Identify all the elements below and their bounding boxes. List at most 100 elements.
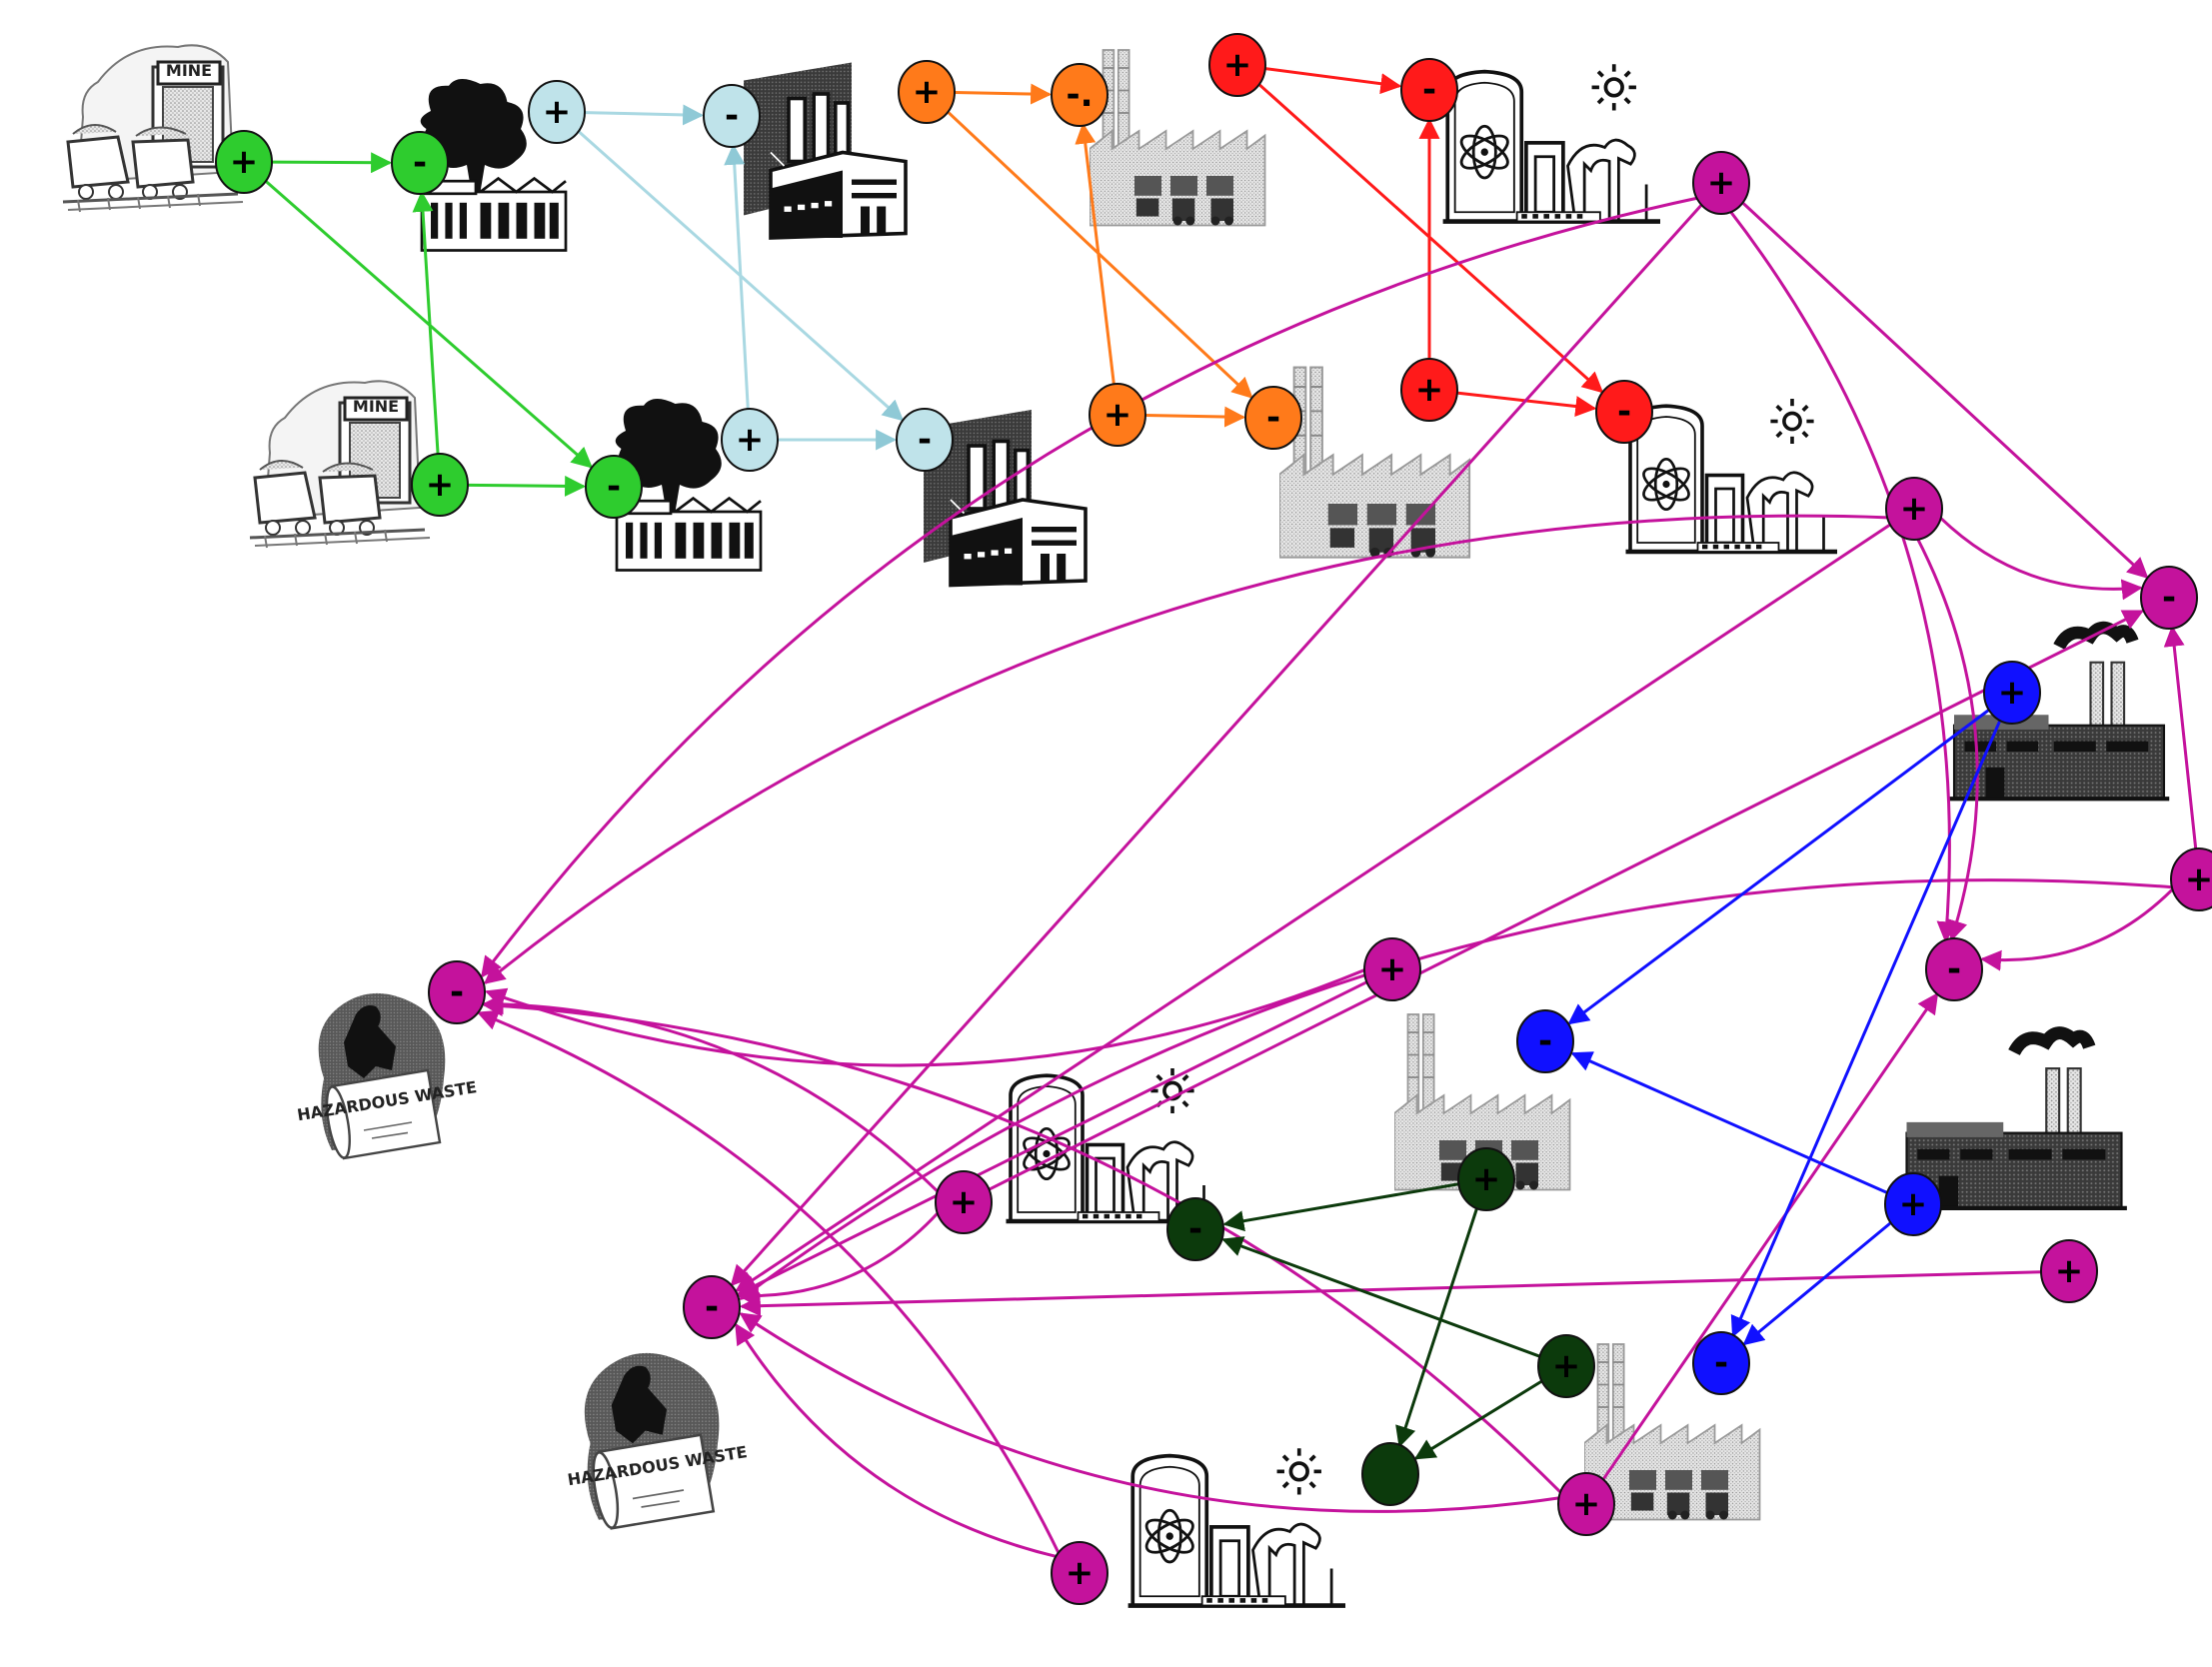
edge-b3-to-b4 — [1742, 1220, 1893, 1346]
edge-m1-to-m6 — [481, 196, 1698, 978]
node-m3[interactable]: - — [2140, 566, 2198, 630]
edge-g3-to-g4 — [467, 475, 587, 497]
node-circle — [1537, 1334, 1595, 1398]
edge-m10-to-m5 — [1600, 991, 1939, 1482]
node-o4[interactable]: - — [1244, 386, 1302, 450]
mine-sign-label: MINE — [166, 61, 212, 80]
edge-m2-to-m6 — [483, 514, 1888, 984]
edge-m4-to-m5 — [1980, 887, 2174, 971]
node-o2[interactable]: -. — [1051, 63, 1108, 127]
edge-o3-to-o4 — [1144, 406, 1246, 428]
node-circle — [703, 84, 761, 148]
edge-d3-to-d4 — [1413, 1379, 1543, 1460]
node-circle — [2040, 1239, 2098, 1303]
node-sign: - — [1538, 1021, 1552, 1061]
node-r4[interactable]: - — [1595, 380, 1653, 444]
edge-m7-to-m8 — [736, 980, 1368, 1296]
edge-d3-to-d2 — [1221, 1236, 1541, 1358]
node-m12[interactable]: + — [2040, 1239, 2098, 1303]
edge-m2-to-m3 — [1939, 517, 2143, 601]
edge-m2-to-m5 — [1915, 536, 1979, 942]
edge-b1-to-b2 — [1567, 708, 1991, 1025]
node-sign: + — [426, 465, 455, 505]
edge-m9-to-m3 — [988, 610, 2145, 1191]
node-sign: - — [918, 420, 932, 460]
node-sign: - — [1266, 398, 1280, 438]
node-m4[interactable]: + — [2170, 847, 2212, 911]
node-sign: + — [1572, 1484, 1601, 1524]
node-circle — [1361, 1442, 1419, 1506]
node-lb4[interactable]: - — [896, 408, 954, 472]
node-circle — [898, 60, 956, 124]
node-circle — [1692, 151, 1750, 215]
node-sign: -. — [1066, 75, 1093, 115]
edge-o1-to-o2 — [954, 83, 1053, 105]
node-m8[interactable]: - — [683, 1275, 741, 1339]
edge-lb1-to-lb2 — [584, 104, 705, 126]
node-sign: - — [1617, 392, 1631, 432]
node-r2[interactable]: - — [1400, 58, 1458, 122]
node-circle — [935, 1170, 993, 1234]
node-sign: + — [1552, 1346, 1581, 1386]
node-sign: + — [1998, 673, 2027, 713]
edge-m9-to-m6 — [482, 993, 940, 1193]
node-g1[interactable]: + — [215, 130, 273, 194]
node-sign: - — [725, 96, 739, 136]
node-circle — [721, 408, 779, 472]
node-o1[interactable]: + — [898, 60, 956, 124]
node-sign: + — [1900, 489, 1929, 529]
node-m5[interactable]: - — [1925, 937, 1983, 1001]
node-circle — [1400, 58, 1458, 122]
node-m2[interactable]: + — [1885, 477, 1943, 541]
node-sign: + — [1472, 1159, 1501, 1199]
node-circle — [1925, 937, 1983, 1001]
node-circle — [1884, 1172, 1942, 1236]
node-circle — [1692, 1331, 1750, 1395]
node-circle — [1885, 477, 1943, 541]
node-sign: + — [2185, 859, 2212, 899]
node-o3[interactable]: + — [1089, 383, 1146, 447]
node-r3[interactable]: + — [1400, 358, 1458, 422]
mine-icon — [248, 379, 432, 550]
nuclear-power-plant-icon — [1626, 399, 1838, 552]
node-lb3[interactable]: + — [721, 408, 779, 472]
edge-m10-to-m8 — [739, 1312, 1559, 1513]
node-sign: + — [950, 1182, 979, 1222]
node-r1[interactable]: + — [1208, 33, 1266, 97]
node-m11[interactable]: + — [1051, 1541, 1108, 1605]
node-m9[interactable]: + — [935, 1170, 993, 1234]
node-m1[interactable]: + — [1692, 151, 1750, 215]
edge-g1-to-g2 — [271, 152, 393, 174]
node-sign: - — [1947, 949, 1961, 989]
node-d1[interactable]: + — [1457, 1147, 1515, 1211]
edge-m2-to-m8 — [735, 523, 1892, 1292]
node-lb1[interactable]: + — [528, 80, 586, 144]
edge-m1-to-m3 — [1740, 200, 2149, 580]
node-b2[interactable]: - — [1516, 1009, 1574, 1073]
node-sign: - — [2162, 578, 2176, 618]
node-circle — [411, 453, 469, 517]
node-circle — [1595, 380, 1653, 444]
node-sign: - — [450, 972, 464, 1012]
node-sign: + — [230, 142, 259, 182]
node-b1[interactable]: + — [1983, 661, 2041, 725]
node-circle — [1400, 358, 1458, 422]
edge-d1-to-d2 — [1222, 1182, 1459, 1232]
node-b3[interactable]: + — [1884, 1172, 1942, 1236]
node-m7[interactable]: + — [1363, 937, 1421, 1001]
node-d2[interactable]: - — [1166, 1197, 1224, 1261]
hazardous-waste-icon — [583, 1351, 721, 1531]
node-g4[interactable]: - — [585, 455, 643, 519]
node-d3[interactable]: + — [1537, 1334, 1595, 1398]
node-m10[interactable]: + — [1557, 1472, 1615, 1536]
node-g2[interactable]: - — [391, 131, 449, 195]
node-m6[interactable]: - — [428, 960, 486, 1024]
node-b4[interactable]: - — [1692, 1331, 1750, 1395]
node-d4[interactable] — [1361, 1442, 1419, 1506]
node-sign: - — [607, 467, 621, 507]
node-g3[interactable]: + — [411, 453, 469, 517]
edge-r1-to-r2 — [1264, 67, 1402, 95]
node-sign: + — [1707, 163, 1736, 203]
node-lb2[interactable]: - — [703, 84, 761, 148]
node-circle — [1363, 937, 1421, 1001]
